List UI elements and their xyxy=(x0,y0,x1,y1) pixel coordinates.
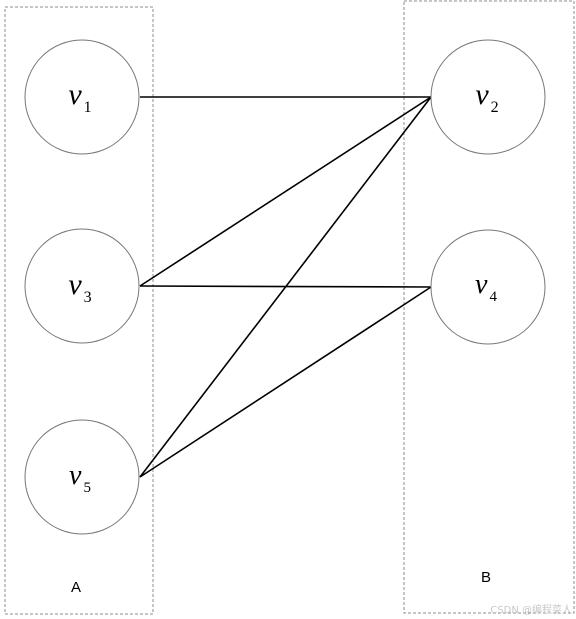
node-circle xyxy=(430,39,546,155)
group-b-label: B xyxy=(481,569,491,586)
node-circle xyxy=(24,419,140,535)
edges-layer xyxy=(139,96,432,478)
node-circle xyxy=(430,229,546,345)
edge-v5-v4 xyxy=(139,286,432,478)
node-circle xyxy=(24,39,140,155)
group-a-label: A xyxy=(71,579,81,596)
node-circle xyxy=(24,228,140,344)
edge-v3-v2 xyxy=(139,96,432,287)
edge-v5-v2 xyxy=(139,96,432,478)
watermark-text: CSDN @编程菜人 xyxy=(490,605,572,616)
group-a-box xyxy=(4,6,154,615)
group-b-box xyxy=(403,0,575,614)
